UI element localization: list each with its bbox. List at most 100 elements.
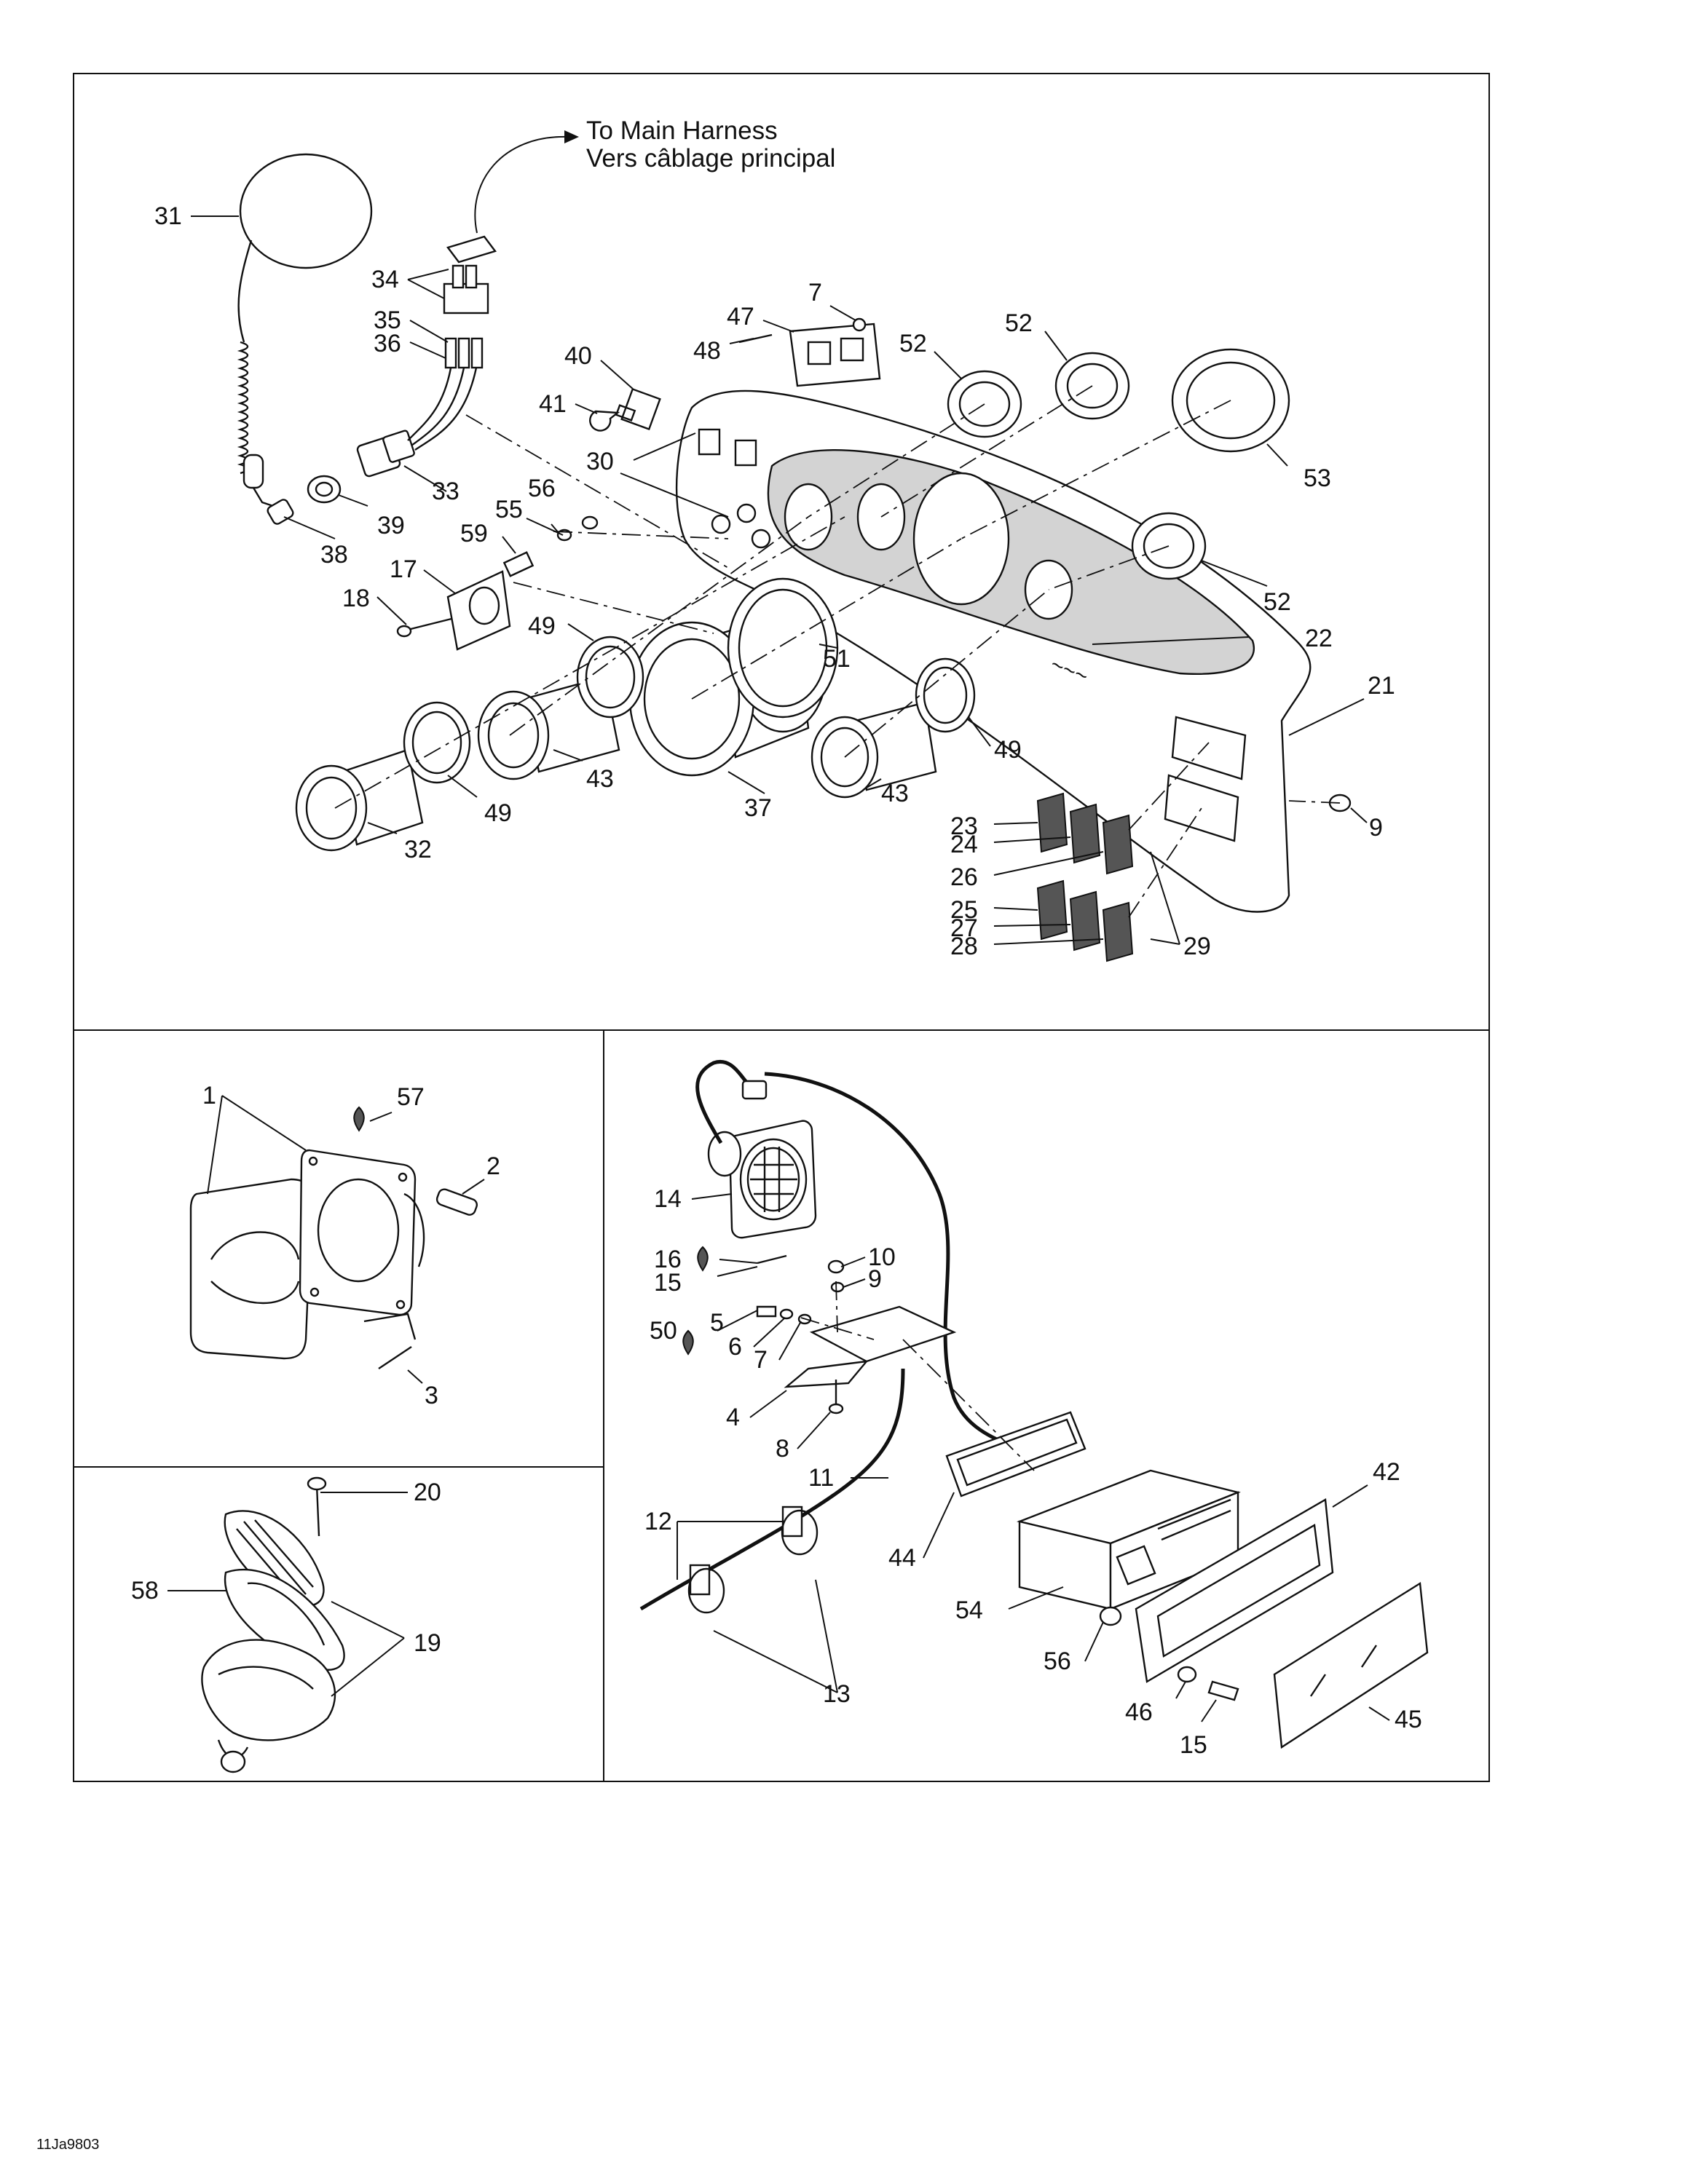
rivet-3 [378,1346,412,1369]
toggle-switch [620,387,661,431]
part-label: 15 [1180,1731,1207,1759]
part-label: 23 [950,812,978,840]
gasket-51 [727,577,839,719]
part-label: 49 [528,612,556,640]
gauge-32 [295,748,424,852]
toggle-boot [589,410,620,432]
nut-56 [581,515,599,530]
washer-6 [779,1308,794,1320]
part-label: 3 [425,1382,438,1409]
radio-faceplate-42 [1135,1498,1334,1683]
part-label: 54 [955,1597,983,1624]
part-label: 19 [414,1629,441,1657]
gasket-49a [403,701,471,784]
part-label: 49 [484,799,512,827]
part-label: 18 [342,585,370,612]
part-label: 50 [650,1317,677,1345]
part-label: 25 [950,896,978,924]
part-label: 15 [654,1269,682,1297]
sealant-drop-50 [682,1329,694,1356]
bracket-plate-4 [809,1305,957,1363]
bolt-15b [1207,1680,1239,1701]
speaker-connector [741,1080,768,1100]
part-label: 52 [1005,309,1033,337]
nut-56b [1099,1606,1122,1626]
washer-46 [1177,1666,1197,1683]
rocker-slot-lower [1164,774,1239,842]
terminal-a [444,337,457,369]
part-label: 5 [710,1309,724,1337]
sealant-drop-16 [697,1246,709,1272]
part-label: 58 [131,1577,159,1605]
part-label: 48 [693,337,721,365]
part-label: 14 [654,1185,682,1213]
vent-gasket-58 [224,1568,345,1671]
part-label: 31 [154,202,182,230]
part-label: 34 [371,266,399,293]
part-label: 51 [823,645,851,673]
sealant-drop-57 [353,1106,365,1132]
main-wire [764,1072,1036,1458]
radio-cover-45 [1273,1581,1429,1749]
rocker-slot-upper [1171,716,1247,780]
part-label: 43 [586,765,614,793]
part-label: 2 [486,1152,500,1180]
part-label: 49 [994,736,1022,764]
part-label: 11 [808,1464,835,1492]
gasket-49c [915,657,976,733]
part-label: 10 [868,1243,896,1271]
speaker-14 [707,1120,817,1239]
ring-washer [307,475,342,504]
harness-caption-line1: To Main Harness [586,116,778,145]
harness-arrow-line [474,135,569,234]
vent-housing [201,1639,336,1773]
gasket-49b [576,636,644,719]
part-label: 1 [202,1082,216,1109]
panel-right-radio-assembly [603,1029,1490,1782]
part-label: 43 [881,780,909,807]
spacer-59 [502,551,535,577]
part-label: 21 [1368,672,1395,700]
connector-cap [446,235,497,264]
part-label: 41 [539,390,567,418]
lanyard-loop [239,153,373,269]
part-label: 17 [390,555,417,583]
part-label: 28 [950,933,978,960]
switch-slot-1 [698,428,721,456]
part-label: 44 [888,1544,916,1572]
part-label: 35 [374,306,401,334]
part-label: 26 [950,863,978,891]
harness-caption-line2: Vers câblage principal [586,144,836,173]
bolt-5 [756,1305,777,1318]
part-label: 42 [1373,1458,1400,1486]
part-label: 55 [495,496,523,523]
washer-9b [830,1281,845,1293]
part-label: 46 [1125,1698,1153,1726]
speaker-wire [695,1059,759,1144]
part-label: 53 [1304,464,1331,492]
part-label: 27 [950,914,978,942]
part-label: 22 [1305,625,1333,652]
horn-bezel-front [189,1178,313,1360]
part-label: 39 [377,512,405,539]
part-label: 7 [754,1346,768,1374]
screw-15 [757,1254,787,1265]
harness-arrow-head [564,130,579,143]
rocker-switch-group-lower [1036,879,1134,962]
part-label: 38 [320,541,348,569]
part-label: 32 [404,836,432,863]
lanyard-cord [237,240,253,343]
part-label: 36 [374,330,401,357]
part-label: 6 [728,1333,742,1361]
part-label: 33 [432,478,460,505]
part-label: 56 [1044,1647,1071,1675]
radio-trim-44 [945,1411,1086,1497]
part-label: 37 [744,794,772,822]
part-label: 8 [776,1435,789,1463]
screw-20 [315,1484,320,1537]
safety-lanyard-clip [242,454,264,489]
wire-11 [639,1368,905,1611]
part-label: 7 [808,279,822,306]
part-label: 16 [654,1246,682,1273]
